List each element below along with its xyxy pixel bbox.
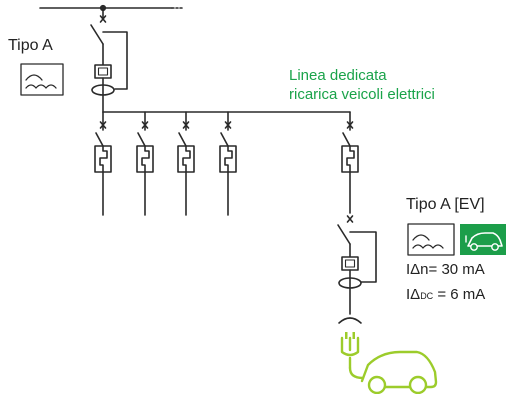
left-rcd-type-label: Tipo A bbox=[8, 37, 53, 54]
dc-residual-suffix: = 6 mA bbox=[433, 286, 486, 303]
plug-pins bbox=[345, 332, 355, 339]
dc-residual-subscript: DC bbox=[420, 291, 434, 301]
branch-breaker-2 bbox=[136, 111, 154, 216]
ev-rcd-type-label: Tipo A [EV] bbox=[406, 196, 485, 213]
dedicated-line-note: Linea dedicata ricarica veicoli elettric… bbox=[289, 66, 435, 104]
dc-residual-prefix: IΔ bbox=[406, 286, 421, 303]
main-rcd-branch bbox=[90, 7, 128, 113]
ev-ac-pulsating-wave-icon bbox=[407, 223, 455, 256]
branch-breaker-4 bbox=[219, 111, 237, 216]
branch-breaker-1 bbox=[94, 111, 112, 216]
dedicated-line-note-line-2: ricarica veicoli elettrici bbox=[289, 86, 435, 103]
dedicated-line-note-line-1: Linea dedicata bbox=[289, 67, 387, 84]
branch-breaker-3 bbox=[177, 111, 195, 216]
electric-car-icon bbox=[460, 224, 506, 255]
rated-residual-current-label: IΔn= 30 mA bbox=[406, 261, 485, 278]
car-with-plug-icon bbox=[340, 336, 438, 394]
main-busbar bbox=[39, 4, 183, 12]
ac-pulsating-wave-icon bbox=[20, 63, 64, 96]
ev-dedicated-branch bbox=[337, 111, 377, 324]
dc-residual-current-label: IΔDC = 6 mA bbox=[406, 287, 485, 302]
